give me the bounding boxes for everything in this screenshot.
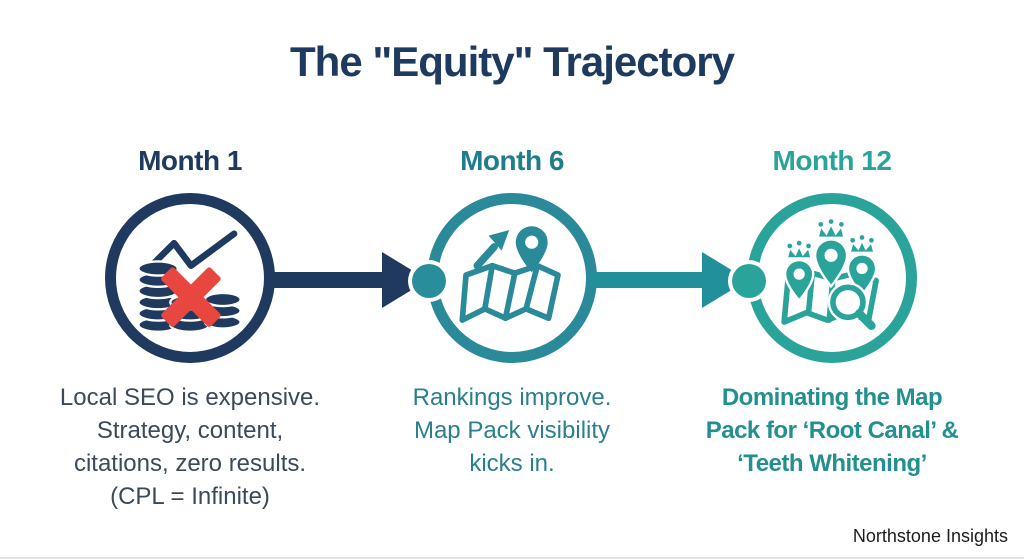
desc-line: (CPL = Infinite) bbox=[110, 483, 270, 510]
arrow-month1-to-month6-icon bbox=[270, 252, 428, 308]
stage-month-6-circle bbox=[427, 193, 597, 363]
page-title: The "Equity" Trajectory bbox=[290, 38, 735, 85]
desc-line: Strategy, content, bbox=[96, 417, 284, 444]
desc-line: citations, zero results. bbox=[73, 450, 307, 477]
stage-month-12-circle bbox=[747, 193, 917, 363]
desc-line: Rankings improve. bbox=[412, 384, 612, 411]
desc-line: Pack for ‘Root Canal’ & bbox=[705, 417, 959, 444]
magnifier-glyph bbox=[827, 281, 876, 330]
desc-line: Map Pack visibility bbox=[413, 417, 611, 444]
stage-month-6: Month 6 Rankings improve. bbox=[352, 145, 672, 480]
desc-line: Dominating the Map bbox=[721, 384, 943, 411]
map-crowned-pins-icon bbox=[771, 215, 893, 342]
stage-month-12: Month 12 bbox=[672, 145, 992, 480]
desc-line: kicks in. bbox=[469, 450, 555, 477]
stage-month-6-label: Month 6 bbox=[460, 145, 564, 176]
timeline-node-month12 bbox=[732, 264, 766, 298]
desc-line: ‘Teeth Whitening’ bbox=[737, 450, 927, 477]
map-growth-pin-icon bbox=[451, 215, 573, 342]
desc-line: Local SEO is expensive. bbox=[59, 384, 321, 411]
stage-month-6-description: Rankings improve. Map Pack visibility ki… bbox=[352, 381, 672, 480]
stage-month-1-label: Month 1 bbox=[138, 145, 242, 176]
stage-month-1-description: Local SEO is expensive. Strategy, conten… bbox=[30, 381, 350, 513]
brand-attribution: Northstone Insights bbox=[852, 526, 1008, 546]
stage-month-1-circle bbox=[105, 193, 275, 363]
timeline-node-month6 bbox=[412, 264, 446, 298]
arrow-month6-to-month12-icon bbox=[590, 252, 748, 308]
stage-month-1: Month 1 bbox=[30, 145, 350, 513]
stage-month-12-label: Month 12 bbox=[772, 145, 892, 176]
coins-crossed-out-icon bbox=[129, 215, 251, 342]
stage-month-12-description: Dominating the Map Pack for ‘Root Canal’… bbox=[672, 381, 992, 480]
